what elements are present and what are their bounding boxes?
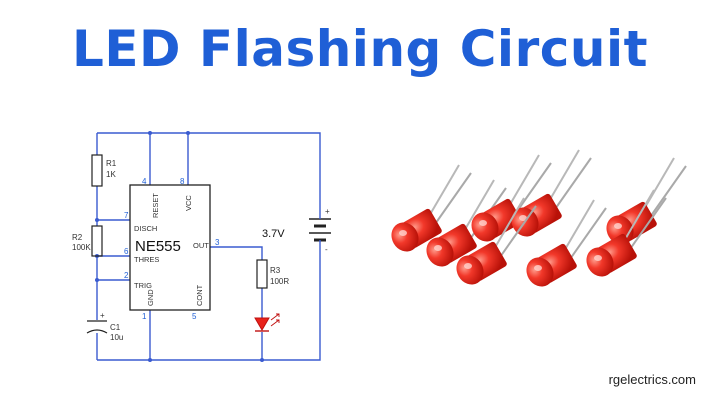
c1-value: 10u [110, 333, 123, 342]
r2-label: R2 [72, 233, 83, 242]
r3-label: R3 [270, 266, 281, 275]
r1-value: 1K [106, 170, 116, 179]
led-5-icon [600, 157, 687, 251]
battery-voltage-label: 3.7V [262, 228, 285, 240]
battery-minus: - [325, 245, 328, 254]
pin-label-disch: DISCH [134, 224, 157, 233]
led-light-arrow-icon [270, 313, 280, 321]
pin-label-trig: TRIG [134, 281, 152, 290]
pin-label-out: OUT [193, 241, 209, 250]
ic-name: NE555 [135, 238, 181, 255]
resistor-r2 [91, 225, 103, 257]
pin-number-gnd: 1 [142, 312, 147, 321]
led-8-icon [580, 189, 667, 283]
pin-number-trig: 2 [124, 271, 129, 280]
pin-number-cont: 5 [192, 312, 197, 321]
junction-dot [148, 131, 152, 135]
junction-dot [148, 358, 152, 362]
pin-label-gnd: GND [146, 289, 155, 306]
out-wire [210, 246, 263, 260]
pin-number-vcc: 8 [180, 177, 185, 186]
pin-label-reset: RESET [151, 193, 160, 218]
led-symbol-icon [254, 317, 270, 331]
capacitor-c1-plate-curved [86, 329, 108, 334]
led-light-arrow-icon [270, 319, 280, 327]
r3-value: 100R [270, 277, 289, 286]
bottom-rail-wire [97, 250, 321, 361]
junction-dot [95, 278, 99, 282]
pin-number-disch: 7 [124, 211, 129, 220]
junction-dot [186, 131, 190, 135]
r1-label: R1 [106, 159, 117, 168]
resistor-r3 [256, 259, 268, 289]
pin-number-out: 3 [215, 238, 220, 247]
ne555-ic-body [129, 184, 211, 311]
pin-label-thres: THRES [134, 255, 159, 264]
battery-plus: + [325, 207, 330, 216]
c1-polarity: + [100, 311, 105, 320]
pin-label-vcc: VCC [184, 195, 193, 211]
watermark: rgelectrics.com [608, 372, 696, 387]
page-title: LED Flashing Circuit [71, 20, 648, 78]
top-rail-wire [97, 132, 321, 205]
pin-label-cont: CONT [195, 284, 204, 306]
pin-number-thres: 6 [124, 247, 129, 256]
r2-value: 100K [72, 243, 91, 252]
junction-dot [260, 358, 264, 362]
pin-number-reset: 4 [142, 177, 147, 186]
resistor-r1 [91, 154, 103, 187]
c1-label: C1 [110, 323, 121, 332]
junction-dot [95, 218, 99, 222]
